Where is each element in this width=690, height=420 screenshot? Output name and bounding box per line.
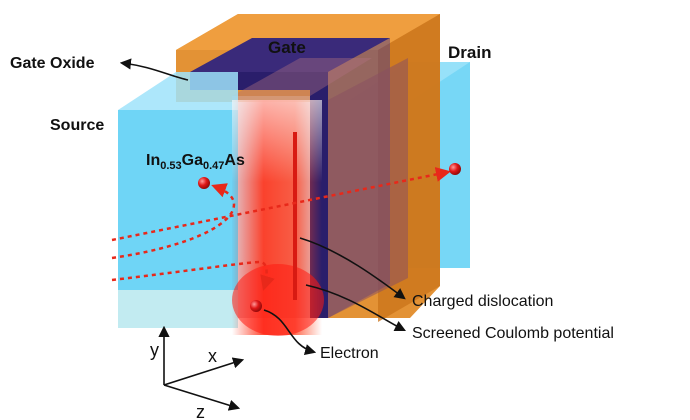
material-label: In0.53Ga0.47As [146,152,245,172]
electron-ball [198,177,210,189]
gate-oxide-arrow [119,58,189,81]
source-block [118,72,238,328]
electron-trajectories [111,167,451,291]
coulomb-arrow [305,284,407,332]
electron-ball [250,300,262,312]
x-axis-arrow [163,357,245,386]
y-axis-label: y [150,340,159,360]
source-label: Source [50,117,104,134]
drain-label: Drain [448,43,491,62]
x-axis-label: x [208,346,217,366]
electron-ball [449,163,461,175]
electron-arrow [263,309,317,356]
axis-triad [158,325,245,411]
gate-oxide-label: Gate Oxide [10,55,95,72]
charged-dislocation-label: Charged dislocation [412,293,553,310]
dislocation-arrow [299,237,406,300]
screened-coulomb-potential [232,100,324,336]
gate-label: Gate [268,38,306,57]
z-axis-arrow [163,384,241,411]
z-axis-label: z [196,402,205,420]
electron-label: Electron [320,345,379,362]
screened-coulomb-label: Screened Coulomb potential [412,325,614,342]
